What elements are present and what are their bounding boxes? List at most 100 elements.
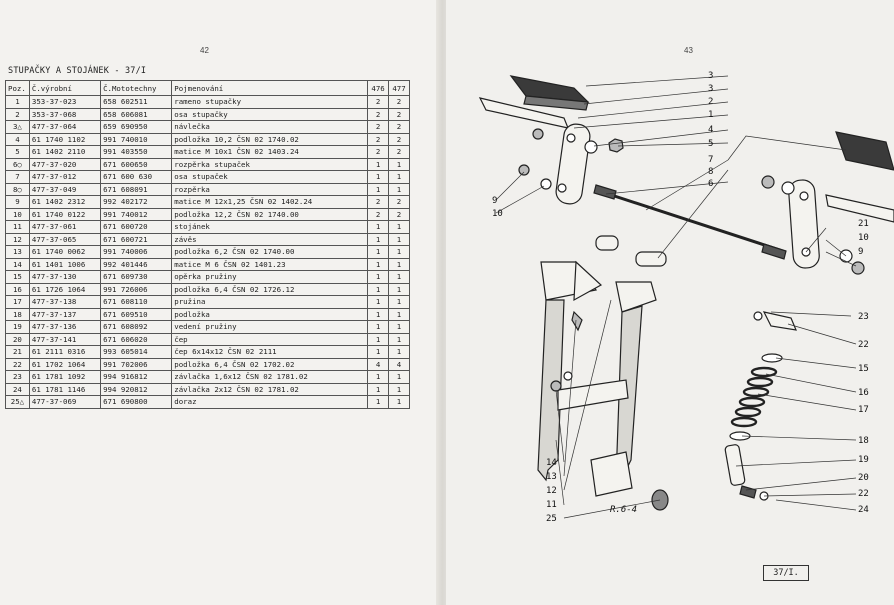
table-cell: 1 (388, 345, 410, 359)
callout-label: 19 (858, 455, 869, 465)
table-cell: podložka 6,4 ČSN 02 1726.12 (171, 282, 369, 296)
table-cell: 4 (367, 357, 390, 371)
table-cell: 991 403550 (100, 145, 173, 159)
table-cell: 671 690800 (100, 395, 173, 409)
table-cell: 477-37-065 (28, 232, 102, 246)
callout-label: 18 (858, 436, 869, 446)
washers-nuts (518, 128, 865, 275)
callout-label: 22 (858, 489, 869, 499)
table-cell: 477-37-064 (28, 120, 102, 134)
table-cell: 671 608092 (100, 320, 173, 334)
callout-label: 25 (546, 514, 557, 524)
table-cell: podložka 6,2 ČSN 02 1740.00 (171, 245, 369, 259)
table-cell: rozpěrka stupaček (171, 157, 369, 171)
left-page: 4 2 STUPAČKY A STOJÁNEK - 37/I Poz.Č.výro… (0, 0, 440, 605)
table-cell: 6○ (5, 157, 30, 171)
table-cell: 477-37-141 (28, 332, 102, 346)
table-cell: 1 (367, 307, 390, 321)
figure-reference-box: 37/I. (763, 565, 809, 581)
callout-leaders (495, 75, 857, 519)
table-cell: 2 (388, 195, 410, 209)
table-cell: 9 (5, 195, 30, 209)
table-cell: 2 (388, 120, 410, 134)
table-cell: 61 1740 0062 (28, 245, 102, 259)
callout-label: 4 (708, 125, 713, 135)
callout-label: 22 (858, 340, 869, 350)
table-cell: 1 (388, 332, 410, 346)
table-cell: 8○ (5, 182, 30, 196)
table-cell: 1 (388, 370, 410, 384)
table-cell: 1 (367, 232, 390, 246)
table-cell: 17 (5, 295, 30, 309)
table-cell: 671 606020 (100, 332, 173, 346)
table-cell: 1 (367, 282, 390, 296)
footrest-rubber-left (509, 75, 590, 111)
table-cell: 5 (5, 145, 30, 159)
table-cell: 61 1726 1064 (28, 282, 102, 296)
table-cell: matice M 12x1,25 ČSN 02 1402.24 (171, 195, 369, 209)
callout-label: 1 (708, 110, 713, 120)
table-cell: 991 740006 (100, 245, 173, 259)
table-cell: 2 (367, 132, 390, 146)
table-cell: 2 (388, 107, 410, 121)
table-cell: 477-37-137 (28, 307, 102, 321)
table-cell: 994 920812 (100, 382, 173, 396)
table-cell: návlečka (171, 120, 369, 134)
column-header: 476 (367, 80, 390, 96)
table-cell: 20 (5, 332, 30, 346)
column-header: Poz. (5, 80, 30, 96)
table-cell: 19 (5, 320, 30, 334)
callout-label: 17 (858, 405, 869, 415)
table-cell: 12 (5, 232, 30, 246)
exploded-diagram: 3 3 2 1 4 5 7 8 6 9 10 21 10 9 23 22 15 … (478, 71, 894, 524)
table-cell: 1 (367, 157, 390, 171)
table-cell: 2 (367, 195, 390, 209)
table-cell: 1 (367, 320, 390, 334)
table-cell: 991 702006 (100, 357, 173, 371)
table-cell: čep (171, 332, 369, 346)
table-cell: 1 (388, 182, 410, 196)
table-cell: podložka (171, 307, 369, 321)
table-cell: 1 (5, 95, 30, 109)
callout-label: 6 (708, 179, 713, 189)
table-cell: 1 (388, 307, 410, 321)
callout-label: 3 (708, 71, 713, 81)
callout-label: 3 (708, 84, 713, 94)
table-cell: stojánek (171, 220, 369, 234)
table-cell: 1 (367, 345, 390, 359)
table-cell: 2 (367, 95, 390, 109)
table-cell: 477-37-138 (28, 295, 102, 309)
column-header: Č.Mototechny (100, 80, 173, 96)
draftsman-signature: R.6-4 (610, 505, 637, 515)
table-cell: 11 (5, 220, 30, 234)
table-cell: rozpěrka (171, 182, 369, 196)
table-cell: 1 (367, 332, 390, 346)
section-title: STUPAČKY A STOJÁNEK - 37/I (8, 66, 147, 76)
table-cell: 15 (5, 270, 30, 284)
callout-label: 15 (858, 364, 869, 374)
table-cell: 2 (367, 145, 390, 159)
table-cell: 671 600650 (100, 157, 173, 171)
table-cell: 7 (5, 170, 30, 184)
table-cell: 1 (388, 382, 410, 396)
table-cell: 61 1740 1102 (28, 132, 102, 146)
table-cell: 1 (388, 157, 410, 171)
table-cell: 1 (367, 270, 390, 284)
table-cell: 22 (5, 357, 30, 371)
table-cell: 991 740012 (100, 207, 173, 221)
table-cell: 21 (5, 345, 30, 359)
table-cell: osa stupaček (171, 170, 369, 184)
